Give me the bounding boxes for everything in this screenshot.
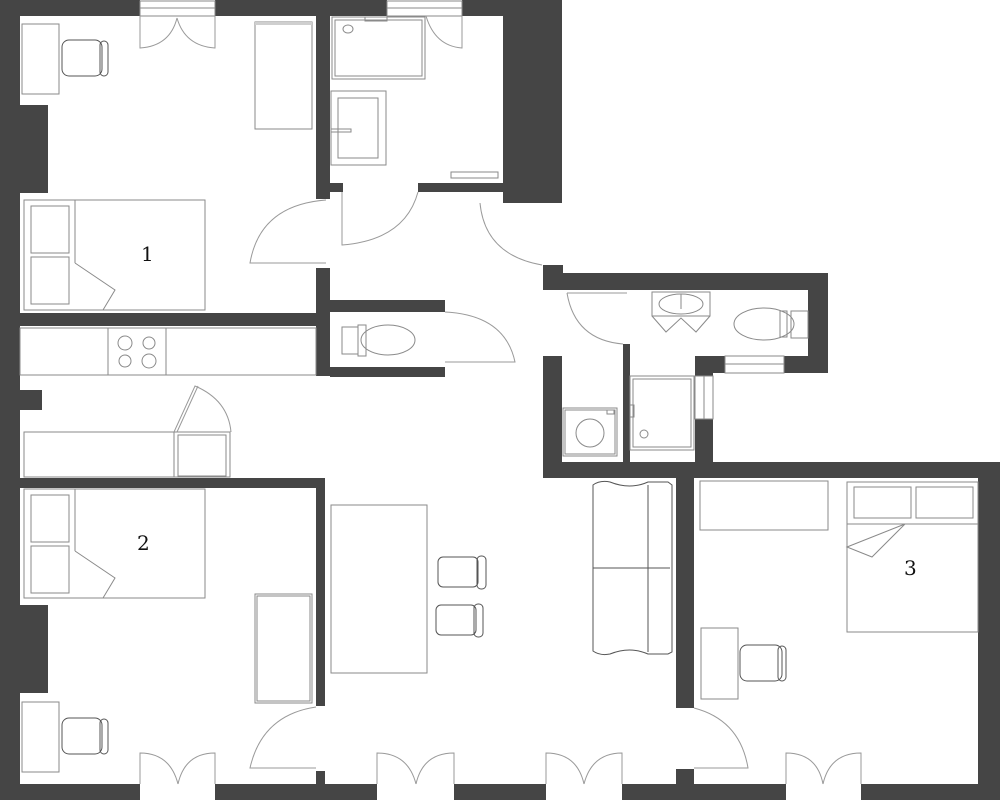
windows: [139, 0, 785, 420]
desk: [21, 23, 60, 95]
dresser: [699, 480, 829, 531]
bathroom-main: [330, 16, 499, 179]
cabinet: [330, 90, 387, 166]
wc-small: [341, 324, 416, 357]
living-dining: [330, 480, 673, 674]
bedroom-2: [21, 488, 313, 773]
room-label-2: 2: [137, 531, 150, 555]
desk: [21, 701, 60, 773]
desk-chair-icon: [61, 717, 109, 755]
desk-chair-icon: [739, 644, 787, 682]
room-label-1: 1: [141, 242, 154, 266]
wardrobe: [254, 593, 313, 704]
dining-chair-icon: [437, 555, 487, 590]
doors: [139, 15, 862, 785]
dining-chair-icon: [435, 603, 484, 638]
bathroom-second: [651, 291, 809, 341]
desk: [700, 627, 739, 700]
stove: [107, 327, 167, 376]
room-label-3: 3: [904, 556, 917, 580]
shower: [629, 375, 695, 451]
bedroom-1: [21, 21, 313, 311]
radiator: [450, 171, 499, 179]
dining-table: [330, 504, 428, 674]
kitchen: [19, 327, 317, 478]
bedroom-3: [699, 480, 979, 700]
sofa: [592, 480, 673, 656]
bathtub: [331, 16, 426, 80]
bed: [23, 488, 206, 599]
desk-chair-icon: [61, 39, 109, 77]
bed: [845, 481, 979, 633]
laundry: [562, 375, 695, 457]
fridge: [173, 431, 231, 478]
bed: [23, 199, 206, 311]
washing-machine: [562, 407, 618, 457]
wardrobe: [254, 21, 313, 130]
